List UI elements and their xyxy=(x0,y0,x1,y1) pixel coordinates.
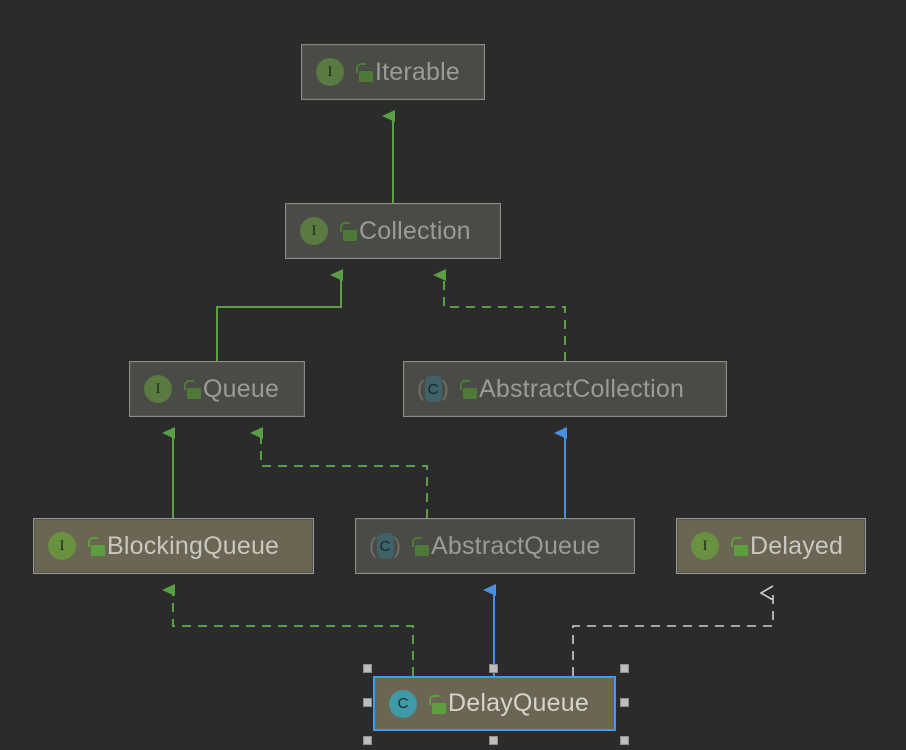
uml-node-abstractcollection[interactable]: ( C ) AbstractCollection xyxy=(403,361,727,417)
uml-node-delayed[interactable]: I Delayed xyxy=(676,518,866,574)
uml-node-label: Delayed xyxy=(750,531,844,560)
edge-abstractcollection-to-collection[interactable] xyxy=(433,269,566,361)
selection-handle-bottom-center[interactable] xyxy=(489,736,498,745)
selection-handle-top-center[interactable] xyxy=(489,664,498,673)
abstract-class-c-icon: ( C ) xyxy=(417,375,449,403)
class-c-icon: C xyxy=(389,689,417,718)
interface-i-glyph: I xyxy=(144,375,172,403)
selection-handle-top-right[interactable] xyxy=(620,664,629,673)
uml-node-label: BlockingQueue xyxy=(107,531,280,560)
edge-delayqueue-to-blockingqueue[interactable] xyxy=(162,584,414,676)
selection-handle-middle-left[interactable] xyxy=(363,698,372,707)
interface-i-icon: I xyxy=(144,375,172,403)
edge-queue-to-collection[interactable] xyxy=(216,269,343,361)
abstract-class-c-icon: ( C ) xyxy=(369,532,401,560)
public-unlocked-icon xyxy=(184,379,201,399)
uml-node-iterable[interactable]: I Iterable xyxy=(301,44,485,100)
public-unlocked-icon xyxy=(731,536,748,556)
abstract-paren-right: ) xyxy=(393,533,401,558)
abstract-paren-right: ) xyxy=(441,376,449,401)
edge-delayqueue-to-delayed[interactable] xyxy=(572,593,774,676)
public-unlocked-icon xyxy=(356,62,373,82)
interface-i-icon: I xyxy=(48,532,76,560)
uml-node-label: Queue xyxy=(203,374,280,403)
uml-node-abstractqueue[interactable]: ( C ) AbstractQueue xyxy=(355,518,635,574)
interface-i-glyph: I xyxy=(300,217,328,245)
abstract-paren-left: ( xyxy=(369,533,377,558)
interface-i-glyph: I xyxy=(691,532,719,560)
selection-handle-middle-right[interactable] xyxy=(620,698,629,707)
uml-node-blockingqueue[interactable]: I BlockingQueue xyxy=(33,518,314,574)
abstract-class-c-glyph: C xyxy=(376,533,394,559)
uml-node-collection[interactable]: I Collection xyxy=(285,203,501,259)
abstract-paren-left: ( xyxy=(417,376,425,401)
uml-node-label: DelayQueue xyxy=(448,689,589,717)
uml-node-label: Iterable xyxy=(375,57,460,86)
interface-i-glyph: I xyxy=(316,58,344,86)
public-unlocked-icon xyxy=(460,379,477,399)
edge-abstractqueue-to-queue[interactable] xyxy=(250,427,428,518)
selection-handle-bottom-right[interactable] xyxy=(620,736,629,745)
uml-node-queue[interactable]: I Queue xyxy=(129,361,305,417)
public-unlocked-icon xyxy=(429,694,446,714)
uml-node-delayqueue[interactable]: C DelayQueue xyxy=(373,676,616,731)
selection-handle-bottom-left[interactable] xyxy=(363,736,372,745)
uml-node-label: Collection xyxy=(359,216,471,245)
public-unlocked-icon xyxy=(340,221,357,241)
uml-node-label: AbstractQueue xyxy=(431,531,601,560)
selection-handle-top-left[interactable] xyxy=(363,664,372,673)
class-c-glyph: C xyxy=(389,689,417,718)
uml-node-label: AbstractCollection xyxy=(479,374,685,403)
abstract-class-c-glyph: C xyxy=(424,376,442,402)
interface-i-icon: I xyxy=(300,217,328,245)
interface-i-glyph: I xyxy=(48,532,76,560)
public-unlocked-icon xyxy=(412,536,429,556)
public-unlocked-icon xyxy=(88,536,105,556)
interface-i-icon: I xyxy=(691,532,719,560)
interface-i-icon: I xyxy=(316,58,344,86)
